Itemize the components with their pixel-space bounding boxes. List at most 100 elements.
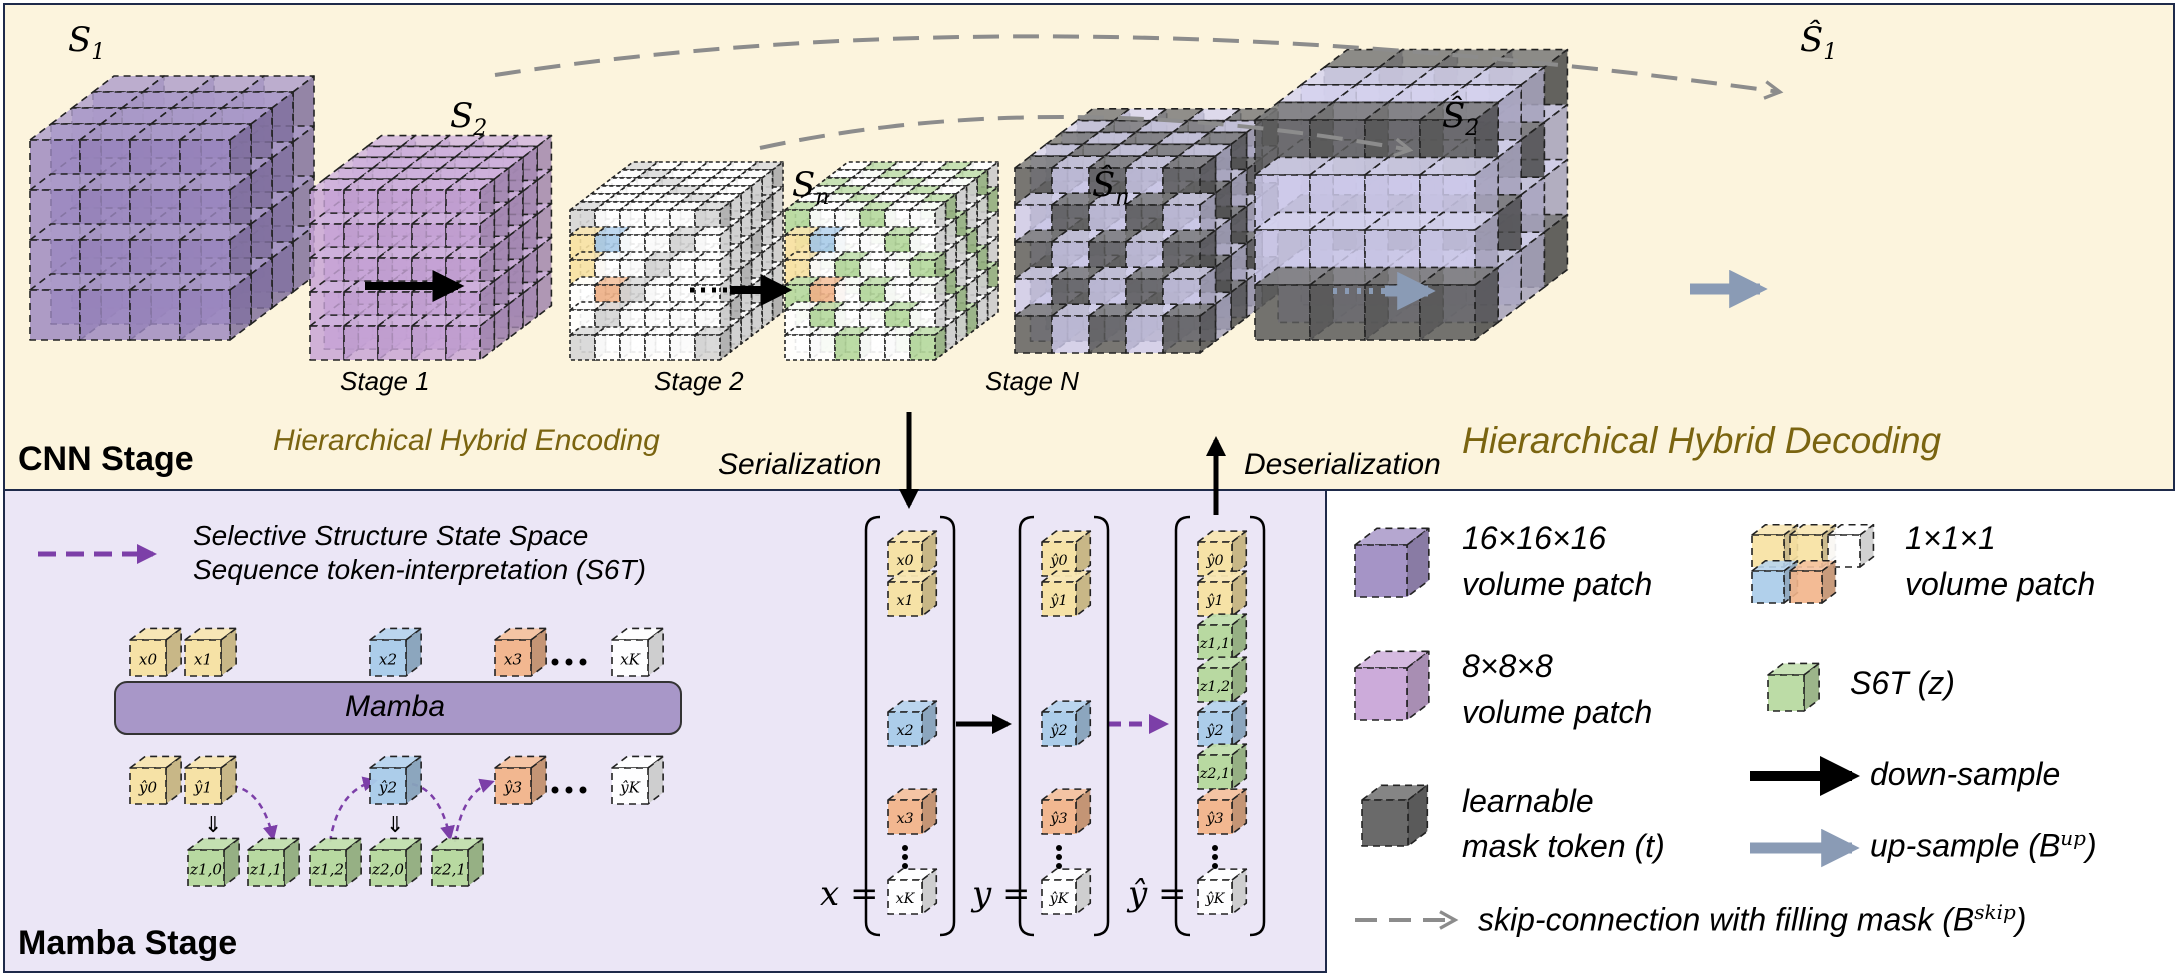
mamba-stage-title: Mamba Stage <box>18 924 238 962</box>
row-z-token-4-label: z2,1 <box>433 860 466 878</box>
col-yhat-token-1-label: ŷ1 <box>1205 592 1223 609</box>
s6t-curve-1 <box>231 784 278 841</box>
col-yhat-token-6: ŷ3 <box>1197 788 1248 835</box>
legend-cube-1-orange <box>1789 559 1837 604</box>
legend-patch1-line2: volume patch <box>1905 566 2096 602</box>
label-s1-hat: Ŝ1 <box>1800 20 1838 65</box>
s6t-legend-line1: Selective Structure State Space <box>193 520 589 551</box>
s1-hat-block-cube <box>1419 266 1499 341</box>
serialization-label: Serialization <box>718 448 882 481</box>
row-ellipsis-dot <box>565 658 573 666</box>
y-eq-label: y = <box>972 874 1031 914</box>
stage1-label: Stage 1 <box>340 366 430 396</box>
col-x-token-2: x2 <box>887 700 938 747</box>
row-ellipsis-dot <box>579 658 587 666</box>
row-x-token-1-label: x1 <box>194 650 212 668</box>
x-eq-label: x = <box>820 874 879 914</box>
skip-arrow-s2 <box>759 115 1410 150</box>
col-y-token-2: ŷ2 <box>1041 700 1092 747</box>
row-z-token-2: z1,2 <box>309 837 362 887</box>
legend-cube-s6t <box>1767 662 1820 712</box>
col-y-token-1-label: ŷ1 <box>1049 592 1067 609</box>
legend-cube-1-white <box>1827 523 1875 568</box>
row-ellipsis-dot <box>579 786 587 794</box>
legend-patch8-line2: volume patch <box>1462 694 1653 730</box>
label-s2-hat: Ŝ2 <box>1442 96 1480 141</box>
col-x-token-1: x1 <box>887 570 938 617</box>
volume-patch-cubes <box>29 48 1875 847</box>
col-yhat-token-4: ŷ2 <box>1197 700 1248 747</box>
column-brackets <box>864 515 1266 937</box>
label-s2: S2 <box>450 96 488 141</box>
col-x-token-4-label: xK <box>896 891 916 907</box>
col-yhat-token-0-label: ŷ0 <box>1205 552 1223 569</box>
label-sn-hat: Ŝn <box>1092 165 1130 210</box>
flow-arrows: ⇓ ⇓ <box>38 34 1860 920</box>
sn-block <box>569 161 784 361</box>
legend-up-label: up-sample (Bup) <box>1870 826 2097 864</box>
col-y-token-2-label: ŷ2 <box>1049 722 1067 739</box>
legend-cube-8 <box>1354 650 1430 721</box>
row-y-token-1-label: ŷ1 <box>193 778 212 796</box>
legend-patch8-line1: 8×8×8 <box>1462 648 1553 684</box>
row-z-token-2-label: z1,2 <box>311 860 344 878</box>
label-s1: S1 <box>68 20 106 65</box>
legend-s6t: S6T (z) <box>1850 665 1955 701</box>
column-ellipsis-dot <box>902 863 908 869</box>
row-ellipsis-dot <box>551 786 559 794</box>
row-y-token-2-label: ŷ2 <box>378 778 397 796</box>
col-yhat-token-7: ŷK <box>1197 868 1248 915</box>
row-y-token-0-label: ŷ0 <box>138 778 158 796</box>
row-x-token-4-label: xK <box>620 650 642 668</box>
s1-block <box>29 75 315 341</box>
legend-cube-mask <box>1361 784 1429 847</box>
row-z-token-3-label: z2,0 <box>371 860 404 878</box>
sn-hat-block <box>784 161 999 361</box>
col-x-token-4: xK <box>887 868 938 915</box>
column-ellipsis-dot <box>1212 863 1218 869</box>
row-z-token-1: z1,1 <box>247 837 300 887</box>
row-z-token-0-label: z1,0 <box>189 860 222 878</box>
col-yhat-token-3-label: z1,2 <box>1199 679 1230 695</box>
col-yhat-token-5: z2,1 <box>1197 743 1248 790</box>
column-ellipsis-dot <box>902 845 908 851</box>
row-x-token-2-label: x2 <box>379 650 397 668</box>
column-ellipsis-dot <box>1212 845 1218 851</box>
col-yhat-token-4-label: ŷ2 <box>1205 722 1223 739</box>
encoding-title: Hierarchical Hybrid Encoding <box>273 424 660 457</box>
col-yhat-token-6-label: ŷ3 <box>1205 810 1223 827</box>
col-y-token-0: ŷ0 <box>1041 530 1092 577</box>
column-ellipsis-dot <box>1056 863 1062 869</box>
row-y-token-2: ŷ2 <box>369 755 422 805</box>
column-ellipsis-dot <box>1056 845 1062 851</box>
sn-block-cube <box>694 326 732 361</box>
row-z-token-3: z2,0 <box>369 837 422 887</box>
col-y-token-3-label: ŷ3 <box>1049 810 1067 827</box>
stageN-label: Stage N <box>985 366 1079 396</box>
row-x-token-2: x2 <box>369 627 422 677</box>
s6t-curve-2 <box>328 776 378 843</box>
column-ellipsis-dot <box>1056 854 1062 860</box>
s2-hat-block <box>1014 108 1279 354</box>
s2-block-cube <box>445 314 496 361</box>
s6t-legend-line2: Sequence token-interpretation (S6T) <box>193 554 646 585</box>
yhat-eq-label: ŷ = <box>1128 874 1187 914</box>
legend-down-label: down-sample <box>1870 756 2061 792</box>
legend-mask-line1: learnable <box>1462 783 1594 819</box>
mamba-block-label: Mamba <box>345 690 446 723</box>
column-ellipsis-dot <box>902 854 908 860</box>
col-x-token-3-label: x3 <box>896 811 913 827</box>
row-x-token-0: x0 <box>129 627 182 677</box>
down-arrow-y2-z: ⇓ <box>386 813 404 838</box>
row-x-token-3-label: x3 <box>504 650 522 668</box>
row-y-token-4: ŷK <box>611 755 664 805</box>
s6t-curve-4 <box>453 778 495 843</box>
row-z-token-1-label: z1,1 <box>249 860 282 878</box>
col-x-token-0: x0 <box>887 530 938 577</box>
row-y-token-4-label: ŷK <box>619 778 642 796</box>
col-yhat-token-0: ŷ0 <box>1197 530 1248 577</box>
col-yhat-token-7-label: ŷK <box>1205 890 1226 907</box>
label-sn: Sn <box>792 165 830 210</box>
col-y-token-3: ŷ3 <box>1041 788 1092 835</box>
